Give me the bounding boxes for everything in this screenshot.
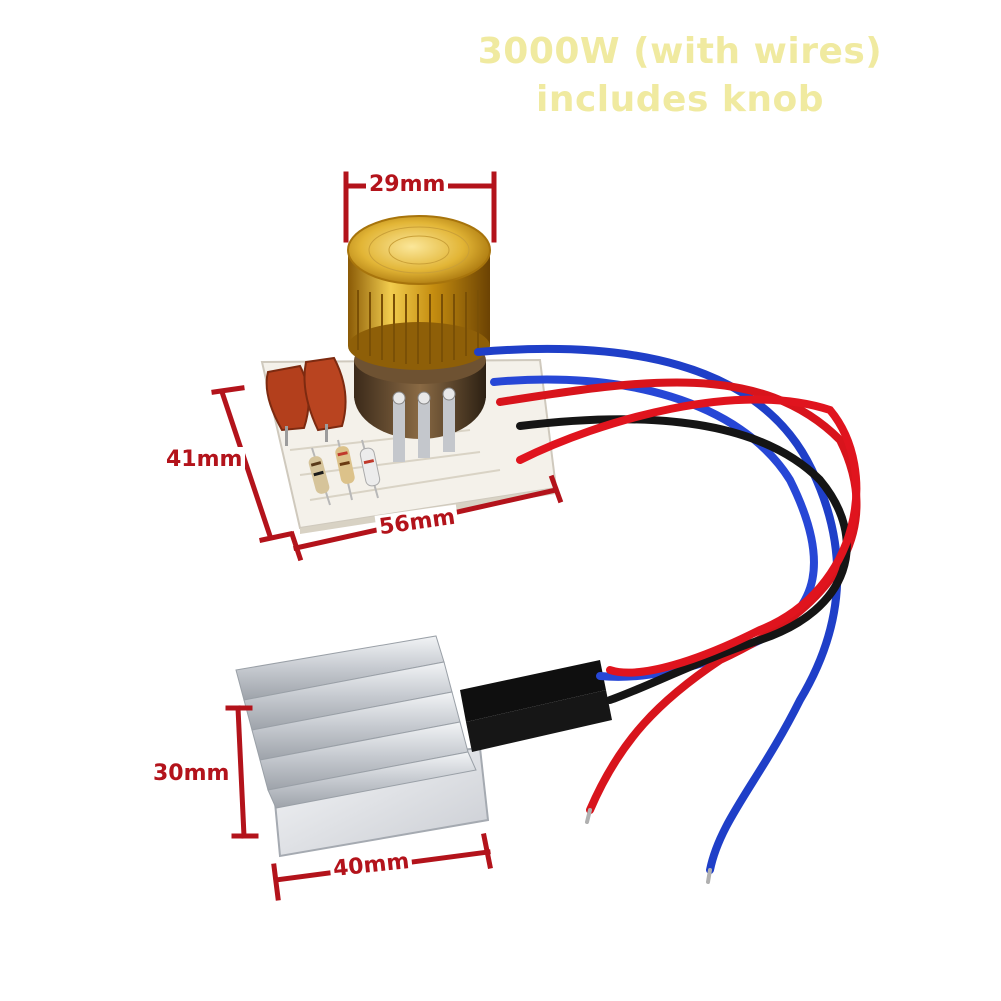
wire-black [516,415,851,704]
wire-red [516,395,861,677]
headline-power: 3000W (with wires) [477,31,883,72]
headline-knob-note: includes knob [536,79,824,120]
resistor [335,439,355,501]
heatsink-height-label: 30mm [150,761,233,787]
heatsink [235,635,490,858]
knob-width-label: 29mm [366,172,449,198]
gold-knob [347,215,491,370]
wire-bundle [474,344,861,884]
resistor [308,447,331,506]
capacitor [303,356,347,442]
diode [359,439,381,499]
board-height-label: 41mm [163,447,246,473]
heat-shrink-sleeve [460,660,612,752]
headline: 3000W (with wires) includes knob [380,28,980,124]
